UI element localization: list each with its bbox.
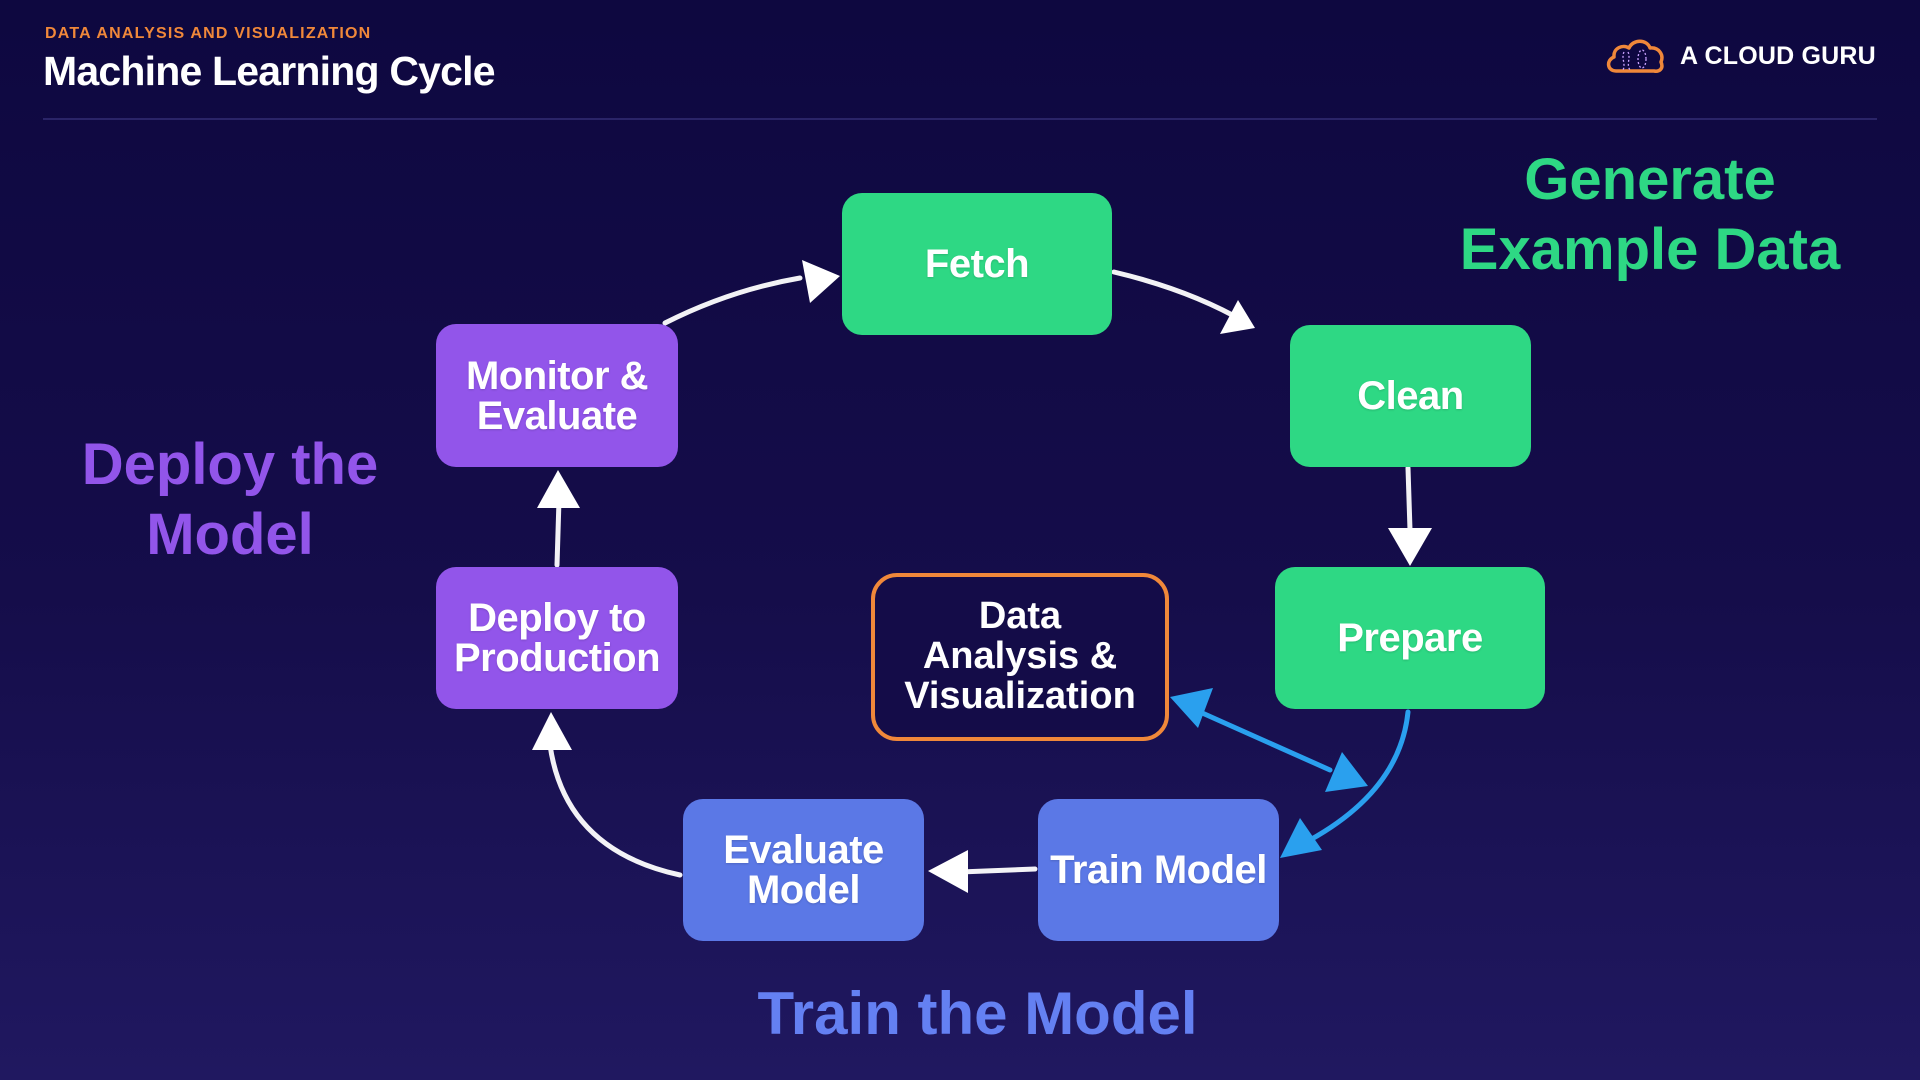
step-label-line: Evaluate — [723, 828, 884, 872]
arrowhead-train-model-icon — [1280, 818, 1322, 858]
step-label-line: Evaluate — [476, 393, 638, 438]
phase-label-deploy-model: Deploy the Model — [50, 430, 410, 569]
cloud-logo-icon — [1606, 39, 1664, 73]
arrow-clean-to-prepare — [1405, 465, 1413, 533]
arrow-evaluate-to-deploy — [547, 742, 683, 878]
phase-label-train-model: Train the Model — [757, 980, 1198, 1047]
phase-label-line: Deploy the — [81, 432, 379, 497]
phase-label-line: Model — [146, 501, 314, 567]
arrow-train-to-evaluate — [957, 866, 1038, 875]
arrow-prepare-to-train — [1307, 709, 1411, 843]
step-fetch[interactable]: Fetch — [842, 193, 1112, 335]
arrow-analysis-bidirectional — [1197, 709, 1333, 773]
arrowhead-clean-icon — [1220, 300, 1255, 334]
center-label-line: Analysis & — [922, 635, 1118, 678]
arrow-monitor-to-fetch — [662, 275, 803, 326]
arrow-deploy-to-monitor — [554, 497, 562, 568]
step-label-line: Monitor & — [465, 353, 649, 398]
step-label-line: Model — [746, 868, 861, 912]
arrowhead-train-side-icon — [1325, 752, 1368, 792]
step-clean[interactable]: Clean — [1290, 325, 1531, 467]
step-label-line: Production — [453, 636, 661, 680]
phase-label-generate-data: Generate Example Data — [1430, 145, 1870, 284]
header-divider — [43, 118, 1877, 120]
brand-logo: A CLOUD GURU — [1604, 36, 1876, 76]
arrowhead-fetch-icon — [802, 260, 840, 303]
arrowhead-evaluate-icon — [928, 850, 968, 893]
center-label-line: Visualization — [904, 674, 1136, 717]
step-label: Clean — [1357, 374, 1464, 418]
step-label: Prepare — [1337, 616, 1483, 660]
step-deploy-to-production[interactable]: Deploy to Production — [436, 567, 678, 709]
step-label-line: Deploy to — [468, 596, 646, 640]
step-prepare[interactable]: Prepare — [1275, 567, 1545, 709]
arrowhead-deploy-icon — [532, 712, 572, 750]
arrowhead-analysis-icon — [1170, 688, 1213, 728]
page-title: Machine Learning Cycle — [43, 48, 496, 94]
phase-label-line: Example Data — [1459, 216, 1841, 282]
phase-label-line: Generate — [1524, 147, 1776, 212]
arrowhead-monitor-icon — [537, 470, 580, 508]
center-label-line: Data — [978, 595, 1062, 638]
data-analysis-visualization-box[interactable]: Data Analysis & Visualization — [871, 573, 1169, 741]
brand-name: A CLOUD GURU — [1680, 41, 1876, 70]
section-eyebrow: DATA ANALYSIS AND VISUALIZATION — [45, 25, 372, 42]
step-evaluate-model[interactable]: Evaluate Model — [683, 799, 924, 941]
step-label: Fetch — [924, 242, 1030, 286]
arrowhead-prepare-icon — [1388, 528, 1432, 566]
step-monitor-evaluate[interactable]: Monitor & Evaluate — [436, 324, 678, 467]
step-label: Train Model — [1050, 848, 1267, 892]
arrow-fetch-to-clean — [1111, 269, 1248, 325]
step-train-model[interactable]: Train Model — [1038, 799, 1279, 941]
